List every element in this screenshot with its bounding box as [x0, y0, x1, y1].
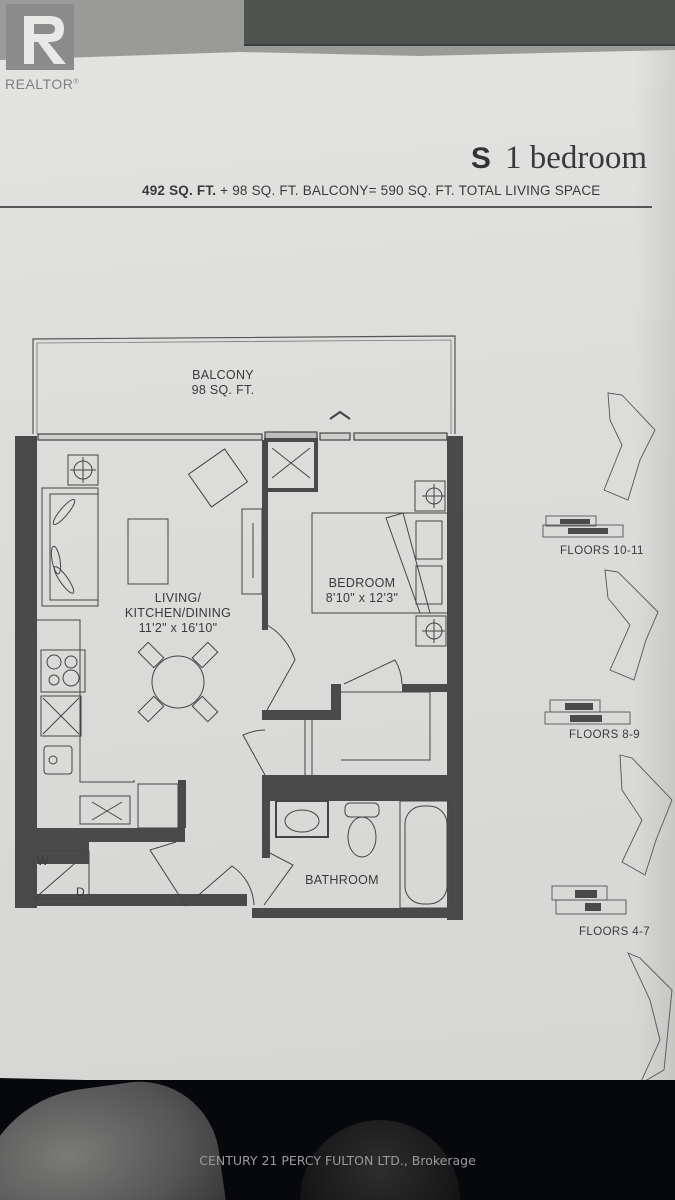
realtor-logo-box — [6, 4, 74, 70]
bedroom-label: BEDROOM 8'10" x 12'3" — [325, 576, 399, 605]
title-divider — [0, 206, 652, 208]
bathroom-label: BATHROOM — [305, 873, 379, 887]
brokerage-watermark: CENTURY 21 PERCY FULTON LTD., Brokerage — [199, 1153, 476, 1168]
keyplan-floors-8-9: FLOORS 8-9 — [569, 729, 641, 741]
keyplan-floors-4-7: FLOORS 4-7 — [579, 926, 651, 938]
realtor-logo-text: REALTOR® — [5, 76, 80, 92]
device-edge — [244, 0, 675, 46]
balcony-label: BALCONY 98 SQ. FT. — [191, 368, 255, 397]
realtor-r-icon — [24, 16, 66, 64]
realtor-logo: REALTOR® — [2, 2, 80, 94]
unit-letter: S — [470, 142, 491, 175]
living-kitchen-dining-label: LIVING/ KITCHEN/DINING 11'2" x 16'10" — [124, 591, 232, 635]
washer-label: W — [37, 854, 49, 868]
area-summary: 492 SQ. FT. + 98 SQ. FT. BALCONY= 590 SQ… — [142, 183, 601, 198]
keyplan-floors-10-11: FLOORS 10-11 — [560, 545, 644, 557]
dryer-label: D — [76, 885, 85, 899]
unit-title: S 1 bedroom — [471, 140, 647, 177]
unit-type: 1 bedroom — [504, 140, 647, 176]
